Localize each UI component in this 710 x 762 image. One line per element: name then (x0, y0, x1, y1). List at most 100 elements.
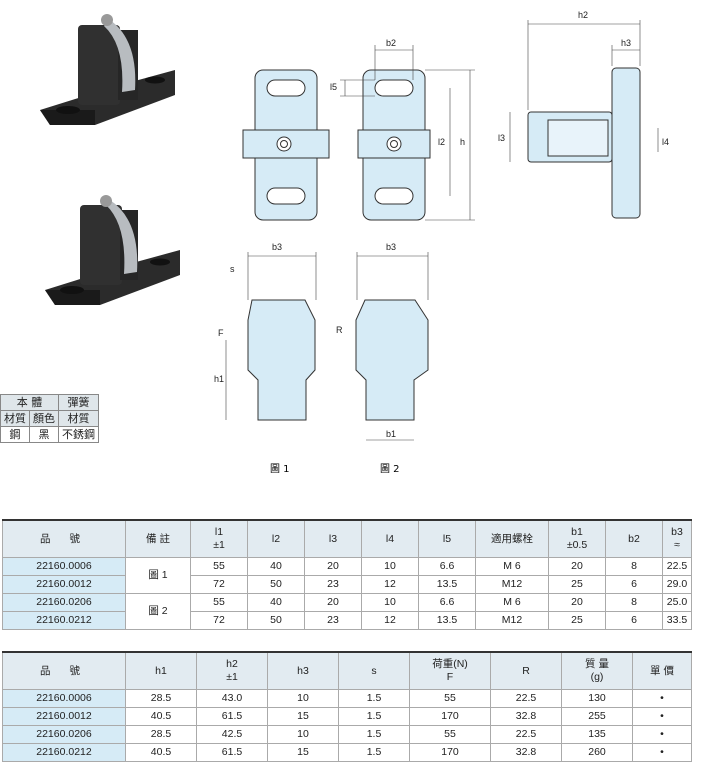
table-cell: 15 (267, 743, 339, 762)
table-cell: 圖 2 (125, 593, 191, 630)
col-header: l2 (247, 519, 305, 558)
col-header: l5 (418, 519, 476, 558)
part-number-cell: 22160.0006 (2, 557, 126, 576)
table-cell: 23 (304, 611, 362, 630)
table-cell: 28.5 (125, 725, 197, 744)
table-cell: 55 (409, 689, 491, 708)
dim-l2: l2 (438, 137, 445, 147)
table-cell: 10 (267, 725, 339, 744)
table-cell: 43.0 (196, 689, 268, 708)
table-cell: 40 (247, 557, 305, 576)
table-cell: 20 (548, 593, 606, 612)
dim-h2: h2 (578, 10, 588, 20)
part-number-cell: 22160.0012 (2, 707, 126, 726)
col-header: R (490, 651, 562, 690)
col-header: s (338, 651, 410, 690)
product-photo-1 (40, 14, 175, 125)
table-cell: 72 (190, 611, 248, 630)
table-cell: 61.5 (196, 743, 268, 762)
top-view-drawing-1 (242, 69, 330, 221)
top-view-drawing-2 (357, 69, 431, 221)
table-cell: 10 (361, 593, 419, 612)
part-number-cell: 22160.0006 (2, 689, 126, 708)
part-number-cell: 22160.0012 (2, 575, 126, 594)
table-header-row: 品 號 備 註 l1 ±1 l2 l3 l4 l5 適用螺栓 b1 ±0.5 b… (2, 519, 692, 558)
table-cell: 1.5 (338, 707, 410, 726)
material-head-spring: 彈簧 (58, 394, 99, 411)
table-cell: 55 (190, 593, 248, 612)
table-cell: 255 (561, 707, 633, 726)
part-number-cell: 22160.0212 (2, 743, 126, 762)
dim-h: h (460, 137, 465, 147)
technical-drawings: b2 l5 l2 h h2 h3 l3 l4 b3 b3 s F R h1 b1… (40, 10, 669, 475)
table-cell: 10 (267, 689, 339, 708)
col-header: 備 註 (125, 519, 191, 558)
part-number-cell: 22160.0212 (2, 611, 126, 630)
table-cell: 25 (548, 575, 606, 594)
side-view-drawing (527, 67, 641, 219)
table-cell: 55 (190, 557, 248, 576)
table-cell: 50 (247, 611, 305, 630)
table-cell: 圖 1 (125, 557, 191, 594)
table-cell: 13.5 (418, 575, 476, 594)
table-cell: 13.5 (418, 611, 476, 630)
table-cell: 6 (605, 575, 663, 594)
table-cell: 1.5 (338, 725, 410, 744)
dim-b3-1: b3 (272, 242, 282, 252)
dim-b2: b2 (386, 38, 396, 48)
table-cell: 50 (247, 575, 305, 594)
table-cell: 20 (304, 557, 362, 576)
table-cell: M 6 (475, 593, 549, 612)
col-header: 荷重(N) F (409, 651, 491, 690)
table-cell: 33.5 (662, 611, 692, 630)
material-value: 黑 (29, 426, 59, 443)
table-cell: 20 (548, 557, 606, 576)
col-header: 質 量 (g) (561, 651, 633, 690)
material-value: 鋼 (0, 426, 30, 443)
table-cell: 6.6 (418, 557, 476, 576)
table-cell: 1.5 (338, 743, 410, 762)
part-number-cell: 22160.0206 (2, 593, 126, 612)
table-cell: • (632, 743, 692, 762)
col-header: l3 (304, 519, 362, 558)
col-header: b3 ≈ (662, 519, 692, 558)
table-cell: 170 (409, 743, 491, 762)
dim-s: s (230, 264, 235, 274)
table-cell: M12 (475, 611, 549, 630)
dim-l4: l4 (662, 137, 669, 147)
figure-1-caption: 圖 1 (270, 463, 290, 475)
col-header: 品 號 (2, 519, 126, 558)
table-cell: 23 (304, 575, 362, 594)
material-value: 不銹鋼 (58, 426, 99, 443)
material-head-body: 本 體 (0, 394, 59, 411)
table-cell: 8 (605, 593, 663, 612)
table-cell: 130 (561, 689, 633, 708)
table-cell: 40.5 (125, 707, 197, 726)
col-header: b2 (605, 519, 663, 558)
table-cell: 22.5 (490, 725, 562, 744)
table-cell: 10 (361, 557, 419, 576)
table-cell: • (632, 707, 692, 726)
table-cell: 170 (409, 707, 491, 726)
table-cell: 20 (304, 593, 362, 612)
col-header: h2 ±1 (196, 651, 268, 690)
material-subhead: 材質 (0, 410, 30, 427)
col-header: h3 (267, 651, 339, 690)
table-cell: 12 (361, 611, 419, 630)
figure-2-caption: 圖 2 (380, 463, 400, 475)
dim-b3-2: b3 (386, 242, 396, 252)
col-header: l4 (361, 519, 419, 558)
product-photo-2 (45, 195, 180, 305)
front-view-drawing-1 (247, 299, 316, 421)
table-cell: 15 (267, 707, 339, 726)
table-cell: 22.5 (662, 557, 692, 576)
dim-l3: l3 (498, 133, 505, 143)
table-cell: 25 (548, 611, 606, 630)
table-cell: 135 (561, 725, 633, 744)
col-header: 適用螺栓 (475, 519, 549, 558)
material-subhead: 材質 (58, 410, 99, 427)
dim-F: F (218, 328, 224, 338)
